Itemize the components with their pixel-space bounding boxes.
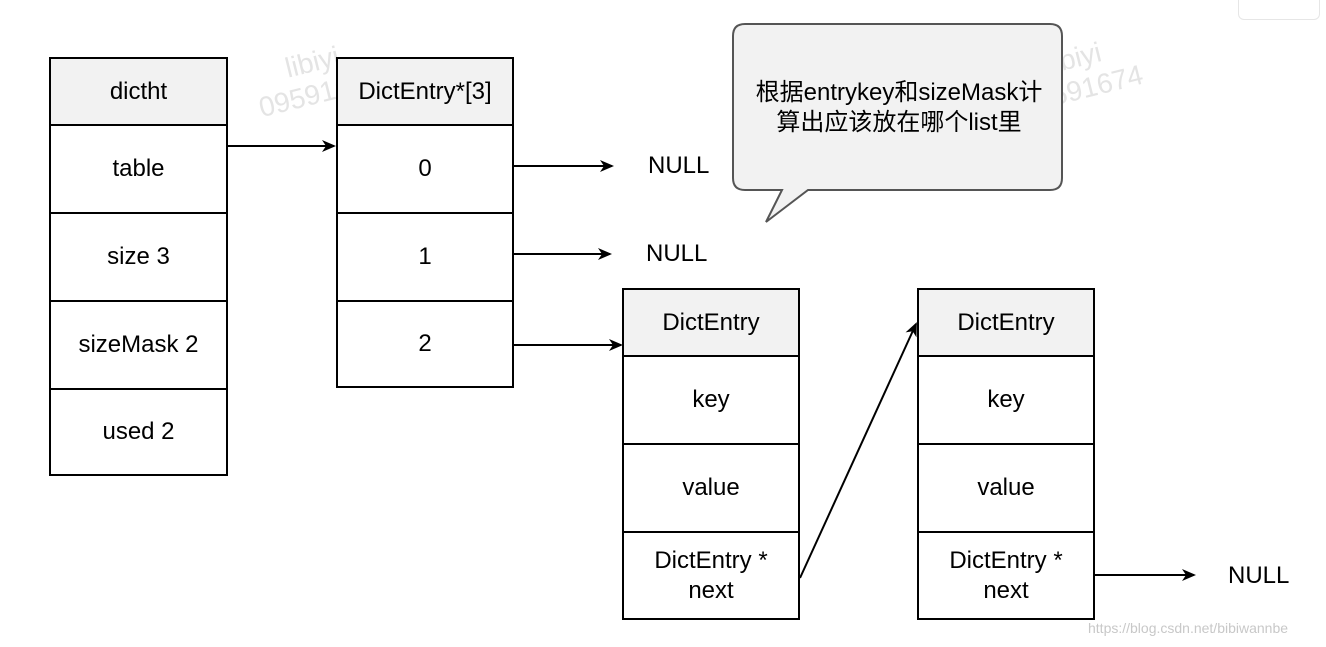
dict-entry-2-header: DictEntry — [919, 290, 1093, 357]
callout-text: 根据entrykey和sizeMask计 算出应该放在哪个list里 — [736, 78, 1062, 138]
dict-entry-1-header: DictEntry — [624, 290, 798, 357]
dict-entry-1-next-type: DictEntry * — [654, 546, 768, 574]
dictht-row-used: used 2 — [102, 418, 175, 445]
dict-entry-2-key: key — [919, 357, 1093, 445]
arrow-entry-1-next-to-entry-2 — [799, 322, 917, 579]
corner-tab — [1238, 0, 1320, 20]
bucket-1: 1 — [338, 214, 512, 302]
dict-entry-2-value: value — [919, 445, 1093, 533]
dictht-table: dictht table size 3 sizeMask 2 used 2 — [49, 57, 228, 476]
dict-entry-1: DictEntry key value DictEntry * next — [622, 288, 800, 620]
bucket-2: 2 — [418, 330, 432, 357]
dictht-header: dictht — [51, 59, 226, 126]
dict-entry-1-value: value — [624, 445, 798, 533]
dict-entry-2: DictEntry key value DictEntry * next — [917, 288, 1095, 620]
dict-entry-2-next-name: next — [983, 576, 1029, 604]
dictht-row-table: table — [51, 126, 226, 214]
null-label-bucket-0: NULL — [648, 152, 710, 179]
null-label-bucket-1: NULL — [646, 240, 708, 267]
bucket-0: 0 — [338, 126, 512, 214]
null-label-entry-2-next: NULL — [1228, 562, 1290, 589]
dictht-row-sizemask: sizeMask 2 — [51, 302, 226, 390]
dictht-row-size: size 3 — [51, 214, 226, 302]
dict-entry-2-next: DictEntry * next — [919, 533, 1093, 618]
dict-entry-2-next-type: DictEntry * — [949, 546, 1063, 574]
callout-line-2: 算出应该放在哪个list里 — [776, 109, 1022, 136]
dict-entry-1-next: DictEntry * next — [624, 533, 798, 618]
bucket-array-header: DictEntry*[3] — [338, 59, 512, 126]
dict-entry-1-key: key — [624, 357, 798, 445]
dict-entry-1-next-name: next — [688, 576, 734, 604]
source-url: https://blog.csdn.net/bibiwannbe — [1088, 620, 1289, 636]
callout-line-1: 根据entrykey和sizeMask计 — [755, 79, 1043, 106]
bucket-array: DictEntry*[3] 0 1 2 — [336, 57, 514, 388]
